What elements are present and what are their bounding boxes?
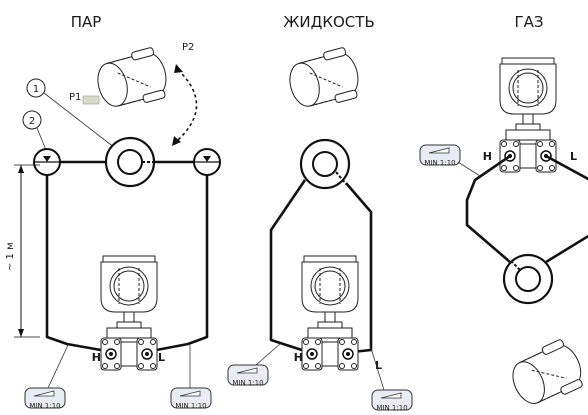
- callout-1-leader: [43, 92, 116, 149]
- p1-label: P1: [69, 92, 81, 103]
- arrow-head-top: [174, 64, 183, 73]
- arrow-head-bottom: [172, 136, 181, 146]
- steam-slope-right-label: MIN 1:10: [175, 402, 206, 410]
- callout-1: [26, 78, 46, 98]
- section-steam: ПАР P1 P2 1 2 ~ 1 м H: [5, 13, 221, 410]
- section-gas: ГАЗ H L MIN 1:10: [419, 13, 588, 413]
- liquid-slope-left-leader: [255, 343, 281, 366]
- steam-vessel-right: [193, 148, 221, 176]
- steam-pipe-3d: [91, 45, 173, 114]
- steam-slope-left-label: MIN 1:10: [29, 402, 60, 410]
- gas-pipe: [502, 253, 554, 305]
- steam-impulse-left: [45, 175, 113, 354]
- liquid-l-label: L: [375, 359, 382, 372]
- title-gas: ГАЗ: [514, 13, 543, 31]
- steam-l-label: L: [158, 351, 165, 364]
- gas-h-label: H: [483, 150, 492, 163]
- gas-impulse-right: [545, 154, 588, 181]
- gas-slope-leader: [457, 161, 481, 177]
- gas-pipe-3d: [504, 335, 588, 413]
- dimension-arrow-top: [18, 165, 24, 173]
- callout-2-leader: [36, 127, 47, 151]
- steam-impulse-right: [145, 175, 209, 354]
- gas-slope-label: MIN 1:10: [424, 159, 455, 167]
- liquid-tap-dash: [335, 171, 347, 185]
- callout-2-label: 2: [29, 116, 35, 127]
- steam-slope-left-leader: [47, 344, 69, 389]
- liquid-slope-left-label: MIN 1:10: [232, 379, 263, 387]
- steam-transmitter: [100, 255, 158, 371]
- liquid-h-label: H: [294, 351, 303, 364]
- title-steam: ПАР: [71, 13, 102, 31]
- distance-label: ~ 1 м: [5, 242, 16, 271]
- steam-vessel-left: [33, 148, 61, 176]
- liquid-pipe: [299, 138, 351, 190]
- liquid-pipe-3d: [283, 45, 365, 114]
- liquid-slope-right-leader: [369, 344, 385, 391]
- liquid-slope-right-label: MIN 1:10: [376, 404, 407, 412]
- section-liquid: ЖИДКОСТЬ H L MIN 1:10 MIN 1:10: [227, 13, 413, 412]
- p1-tap: [82, 95, 100, 105]
- steam-h-label: H: [92, 351, 101, 364]
- callout-2: [22, 110, 42, 130]
- liquid-impulse-left: [269, 179, 309, 354]
- gas-l-label: L: [570, 150, 577, 163]
- p2-label: P2: [182, 42, 194, 53]
- gas-impulse-right-lower: [545, 234, 588, 264]
- gas-tap-dash: [511, 261, 521, 271]
- liquid-transmitter: [301, 255, 359, 371]
- gas-transmitter: [499, 57, 557, 173]
- p2-curved-arrow: [177, 69, 198, 141]
- liquid-impulse-right: [345, 182, 373, 354]
- title-liquid: ЖИДКОСТЬ: [283, 13, 374, 31]
- dimension-arrow-bottom: [18, 329, 24, 337]
- steam-pipe: [104, 136, 156, 188]
- callout-1-label: 1: [33, 84, 39, 95]
- gas-impulse-left: [465, 154, 511, 263]
